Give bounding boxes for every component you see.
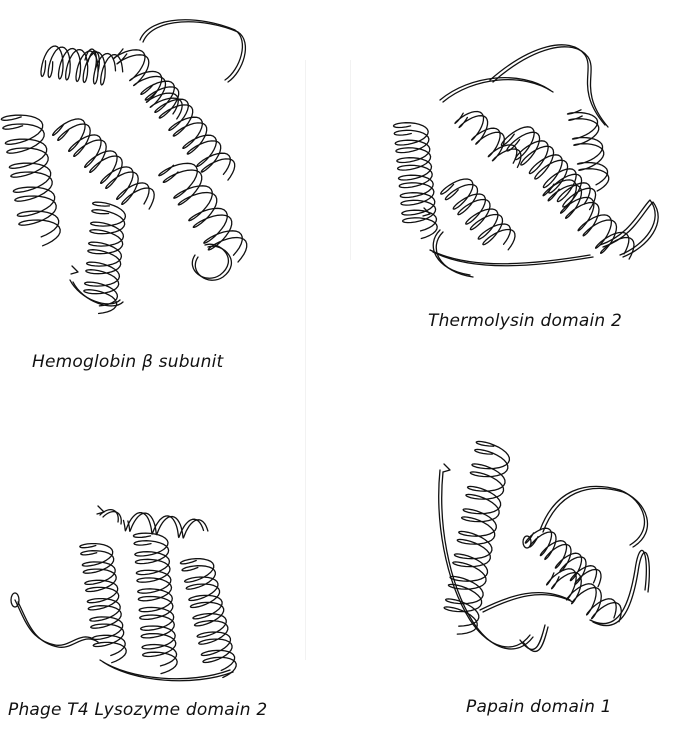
column-divider: [305, 60, 306, 660]
protein-ribbon-icon: [438, 440, 651, 652]
helix-ribbon-edge: [444, 183, 516, 251]
coil-strand: [72, 281, 124, 307]
caption-hemoglobin: Hemoglobin β subunit: [32, 352, 224, 372]
panel-thermolysin: [380, 30, 670, 310]
protein-ribbon-icon: [392, 44, 659, 278]
helix-ribbon-edge: [566, 109, 609, 186]
panel-papain: [420, 420, 675, 680]
coil-strand: [139, 19, 244, 81]
helix-ribbon-edge: [440, 178, 512, 245]
helix-ribbon-edge: [79, 542, 126, 657]
coil-strand: [438, 469, 531, 648]
coil-strand: [102, 511, 122, 525]
strand-terminus-end: [10, 592, 20, 608]
coil-strand: [482, 594, 574, 613]
helix-ribbon-edge: [550, 571, 622, 623]
coil-strand: [84, 48, 97, 71]
protein-ribbon-icon: [10, 505, 237, 682]
helix-ribbon-edge: [443, 448, 509, 635]
helix-ribbon-edge: [83, 201, 127, 307]
coil-strand: [592, 551, 651, 627]
helix-ribbon-edge: [524, 527, 598, 584]
coil-strand: [429, 249, 591, 265]
coil-strand: [435, 231, 474, 278]
caption-thermolysin: Thermolysin domain 2: [428, 311, 622, 331]
coil-strand: [17, 601, 99, 648]
coil-strand: [432, 229, 471, 276]
coil-strand: [432, 251, 594, 267]
helix-ribbon-edge: [144, 86, 236, 181]
helix-ribbon-edge: [116, 53, 183, 120]
strand-terminus-end: [522, 535, 532, 549]
helix-ribbon-edge: [181, 565, 237, 679]
coil-strand: [519, 624, 546, 650]
helix-ribbon-edge: [133, 540, 178, 675]
helix-ribbon-edge: [132, 532, 178, 667]
helix-ribbon-edge: [47, 46, 124, 86]
helix-ribbon-edge: [392, 122, 438, 232]
coil-strand: [14, 599, 96, 646]
coil-strand: [599, 199, 656, 256]
helix-ribbon-edge: [40, 45, 117, 85]
helix-ribbon-edge: [80, 550, 127, 664]
coil-strand: [69, 279, 121, 305]
coil-strand: [542, 487, 649, 548]
coil-strand: [194, 245, 232, 281]
terminus-arrow-icon: [442, 463, 451, 473]
helix-ribbon-edge: [162, 169, 248, 263]
helix-ribbon-edge: [112, 48, 179, 115]
terminus-arrow-icon: [96, 505, 105, 515]
coil-strand: [441, 471, 534, 650]
coil-strand: [99, 659, 231, 680]
helix-ribbon-edge: [545, 568, 617, 619]
panel-lysozyme: [0, 490, 300, 690]
coil-strand: [191, 243, 229, 279]
helix-ribbon-edge: [0, 114, 60, 238]
helix-ribbon-edge: [506, 131, 597, 211]
helix-ribbon-edge: [122, 511, 205, 539]
helix-ribbon-edge: [444, 440, 511, 627]
helix-ribbon-edge: [127, 512, 209, 539]
helix-ribbon-edge: [529, 531, 602, 588]
helix-ribbon-edge: [140, 80, 231, 176]
coil-strand: [442, 79, 554, 103]
helix-ribbon-edge: [179, 558, 236, 672]
column-divider: [350, 60, 351, 260]
coil-strand: [492, 46, 609, 128]
helix-ribbon-edge: [458, 115, 522, 169]
helix-ribbon-edge: [568, 115, 610, 192]
helix-ribbon-edge: [158, 162, 243, 256]
coil-strand: [489, 44, 606, 126]
helix-ribbon-edge: [52, 118, 150, 205]
coil-strand: [87, 50, 100, 73]
helix-ribbon-edge: [83, 209, 126, 315]
helix-ribbon-edge: [542, 179, 630, 255]
panel-hemoglobin: [0, 0, 300, 340]
helix-ribbon-edge: [57, 123, 155, 210]
helix-ribbon-edge: [393, 129, 438, 240]
coil-strand: [602, 201, 659, 258]
helix-ribbon-edge: [500, 126, 591, 205]
coil-strand: [522, 626, 549, 652]
helix-ribbon-edge: [454, 110, 518, 164]
caption-papain: Papain domain 1: [466, 697, 612, 717]
helix-ribbon-edge: [547, 184, 635, 260]
terminus-arrow-icon: [422, 207, 431, 217]
coil-strand: [142, 21, 247, 83]
coil-strand: [102, 661, 234, 682]
protein-ribbon-icon: [0, 19, 248, 315]
coil-strand: [539, 485, 646, 546]
terminus-arrow-icon: [70, 265, 79, 275]
coil-strand: [479, 592, 571, 611]
helix-ribbon-edge: [2, 123, 61, 247]
coil-strand: [589, 549, 648, 625]
caption-lysozyme: Phage T4 Lysozyme domain 2: [8, 700, 268, 720]
